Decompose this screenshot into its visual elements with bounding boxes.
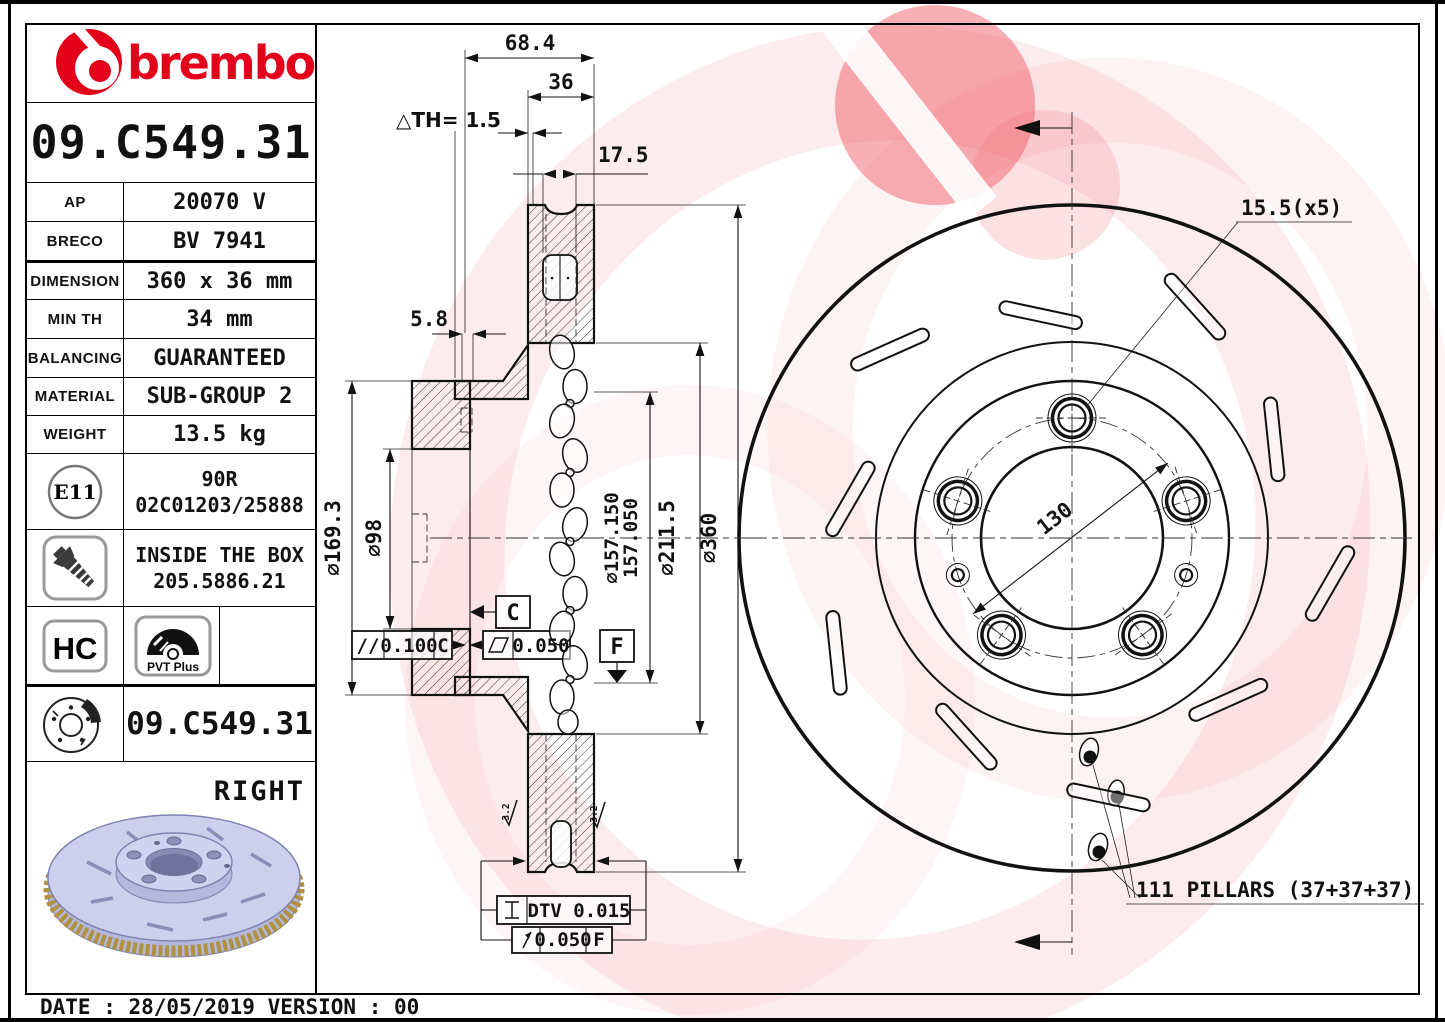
- approval-line2: 02C01203/25888: [135, 492, 304, 517]
- spec-value: 360 x 36 mm: [146, 268, 293, 294]
- spec-label: DIMENSION: [27, 263, 124, 299]
- roughness-mark: [591, 801, 606, 829]
- pvt-plus-text: PVT Plus: [147, 660, 199, 674]
- spec-row: MIN TH 34 mm: [27, 299, 315, 338]
- spec-row: WEIGHT 13.5 kg: [27, 415, 315, 453]
- pillars-label: 111 PILLARS (37+37+37): [1136, 878, 1414, 902]
- section-view: [351, 203, 635, 954]
- spec-label: BRECO: [27, 222, 124, 260]
- runout-datum: F: [593, 929, 604, 951]
- pvt-plus-icon: PVT Plus: [134, 615, 212, 676]
- generated-geometry: [345, 50, 1424, 955]
- dim-slot-holes: 15.5(x5): [1241, 196, 1342, 220]
- spec-row: BRECO BV 7941: [27, 221, 315, 260]
- badges-row: HC PVT Plus: [27, 606, 315, 684]
- logo-row: brembo: [27, 25, 315, 102]
- spec-label: WEIGHT: [27, 416, 124, 453]
- e11-badge-text: E11: [53, 480, 96, 504]
- dia-register-max: ∅157.150: [601, 492, 623, 584]
- part-number-repeat-row: 09.C549.31: [27, 684, 315, 761]
- sheet-border-right: [1435, 0, 1438, 1022]
- orientation-label: RIGHT: [213, 776, 305, 807]
- dia-bore: ∅98: [362, 519, 386, 557]
- parallelism-value: 0.100: [380, 635, 437, 657]
- dia-band-inner: ∅211.5: [655, 500, 679, 576]
- inside-box-row: INSIDE THE BOX 205.5886.21: [27, 529, 315, 606]
- inside-box-line1: INSIDE THE BOX: [135, 543, 304, 567]
- spec-value: 20070 V: [173, 189, 266, 215]
- screw-icon: [42, 535, 108, 601]
- dim-th: △TH= 1.5: [396, 108, 501, 132]
- approval-line1: 90R: [201, 466, 238, 491]
- brake-disc-icon: [43, 697, 101, 753]
- spec-row: BALANCING GUARANTEED: [27, 338, 315, 377]
- sheet-border-left: [8, 0, 11, 1022]
- spec-value: BV 7941: [173, 228, 266, 254]
- hc-badge-icon: HC: [42, 619, 108, 672]
- sheet-border-bottom: [0, 1018, 1445, 1022]
- runout-value: 0.050: [534, 929, 591, 951]
- dia-register-min: 157.050: [620, 498, 642, 578]
- roughness-mark: [503, 799, 518, 827]
- date-version-line: DATE : 28/05/2019 VERSION : 00: [40, 995, 420, 1019]
- hc-badge-text: HC: [53, 631, 98, 666]
- part-number-repeat: 09.C549.31: [126, 706, 313, 742]
- dtv-value: DTV 0.015: [528, 900, 631, 922]
- spec-value: 34 mm: [186, 306, 253, 332]
- dim-overall-width: 68.4: [505, 31, 556, 55]
- datum-c-label: C: [506, 601, 519, 626]
- pillar-dot: [1083, 750, 1097, 764]
- spec-label: AP: [27, 183, 124, 221]
- spec-label: BALANCING: [27, 339, 124, 377]
- disc-3d-render: [43, 814, 305, 958]
- brand-name: brembo: [127, 36, 315, 90]
- spec-value: GUARANTEED: [153, 345, 286, 371]
- dim-pilot: 5.8: [410, 307, 448, 331]
- spec-row: MATERIAL SUB-GROUP 2: [27, 377, 315, 415]
- roughness-value: 3.2: [589, 805, 600, 822]
- brembo-logo: brembo: [56, 25, 315, 95]
- title-block: brembo 09.C549.31 AP 20070 V BRECO BV 79…: [25, 23, 317, 995]
- e11-badge-icon: E11: [47, 464, 103, 519]
- render-cell: RIGHT: [27, 761, 315, 993]
- part-number: 09.C549.31: [27, 102, 315, 182]
- roughness-value: 3.2: [501, 803, 512, 820]
- rotation-arrow: [1014, 934, 1040, 950]
- dim-hole-depth: 17.5: [598, 143, 649, 167]
- spec-row: AP 20070 V: [27, 182, 315, 221]
- parallelism-datum: C: [437, 635, 448, 657]
- pillar-dot: [1092, 845, 1106, 859]
- approval-row: E11 90R 02C01203/25888: [27, 453, 315, 529]
- spec-label: MATERIAL: [27, 378, 124, 415]
- spec-row: DIMENSION 360 x 36 mm: [27, 260, 315, 299]
- dim-disc-width: 36: [548, 70, 573, 94]
- parallelism-symbol: //: [357, 635, 380, 657]
- spec-value: SUB-GROUP 2: [146, 384, 293, 409]
- datum-f-label: F: [610, 635, 623, 660]
- dia-hat: ∅169.3: [321, 500, 345, 576]
- rotation-arrow: [1014, 120, 1040, 136]
- inside-box-line2: 205.5886.21: [153, 569, 286, 593]
- flatness-value: 0.050: [512, 635, 569, 657]
- spec-value: 13.5 kg: [173, 422, 266, 447]
- spec-label: MIN TH: [27, 300, 124, 338]
- dia-outer: ∅360: [697, 513, 721, 564]
- sheet-border-top: [0, 0, 1445, 4]
- drawing-labels: 68.4 36 △TH= 1.5 17.5 5.8 ∅169.3 ∅98 ∅15…: [321, 31, 1414, 951]
